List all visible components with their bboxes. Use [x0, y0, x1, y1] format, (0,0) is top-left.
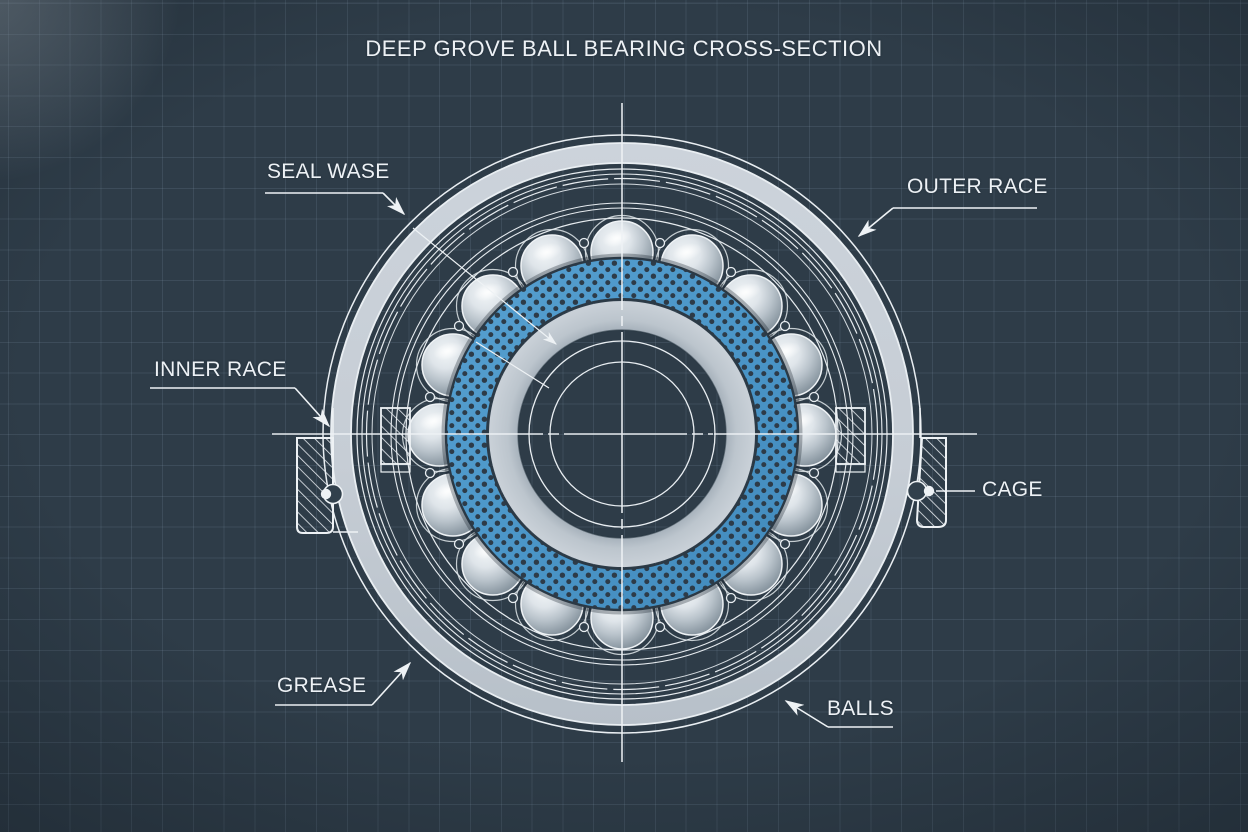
seal-section-right	[835, 407, 866, 473]
label-cage: CAGE	[982, 478, 1043, 501]
cage-pin-right	[923, 485, 935, 497]
label-inner-race: INNER RACE	[154, 358, 287, 381]
label-seal-wase: SEAL WASE	[267, 160, 390, 183]
label-grease: GREASE	[277, 674, 367, 697]
leader-seal-wase	[265, 192, 406, 216]
leader-inner-race	[150, 387, 331, 428]
seal-section-left	[380, 407, 411, 473]
cage-pin-left	[320, 488, 332, 500]
label-outer-race: OUTER RACE	[907, 175, 1048, 198]
label-balls: BALLS	[827, 697, 894, 720]
diagram-title: DEEP GROVE BALL BEARING CROSS-SECTION	[365, 36, 883, 61]
leader-outer-race	[857, 207, 1037, 238]
centerline-crosshair	[272, 103, 977, 762]
